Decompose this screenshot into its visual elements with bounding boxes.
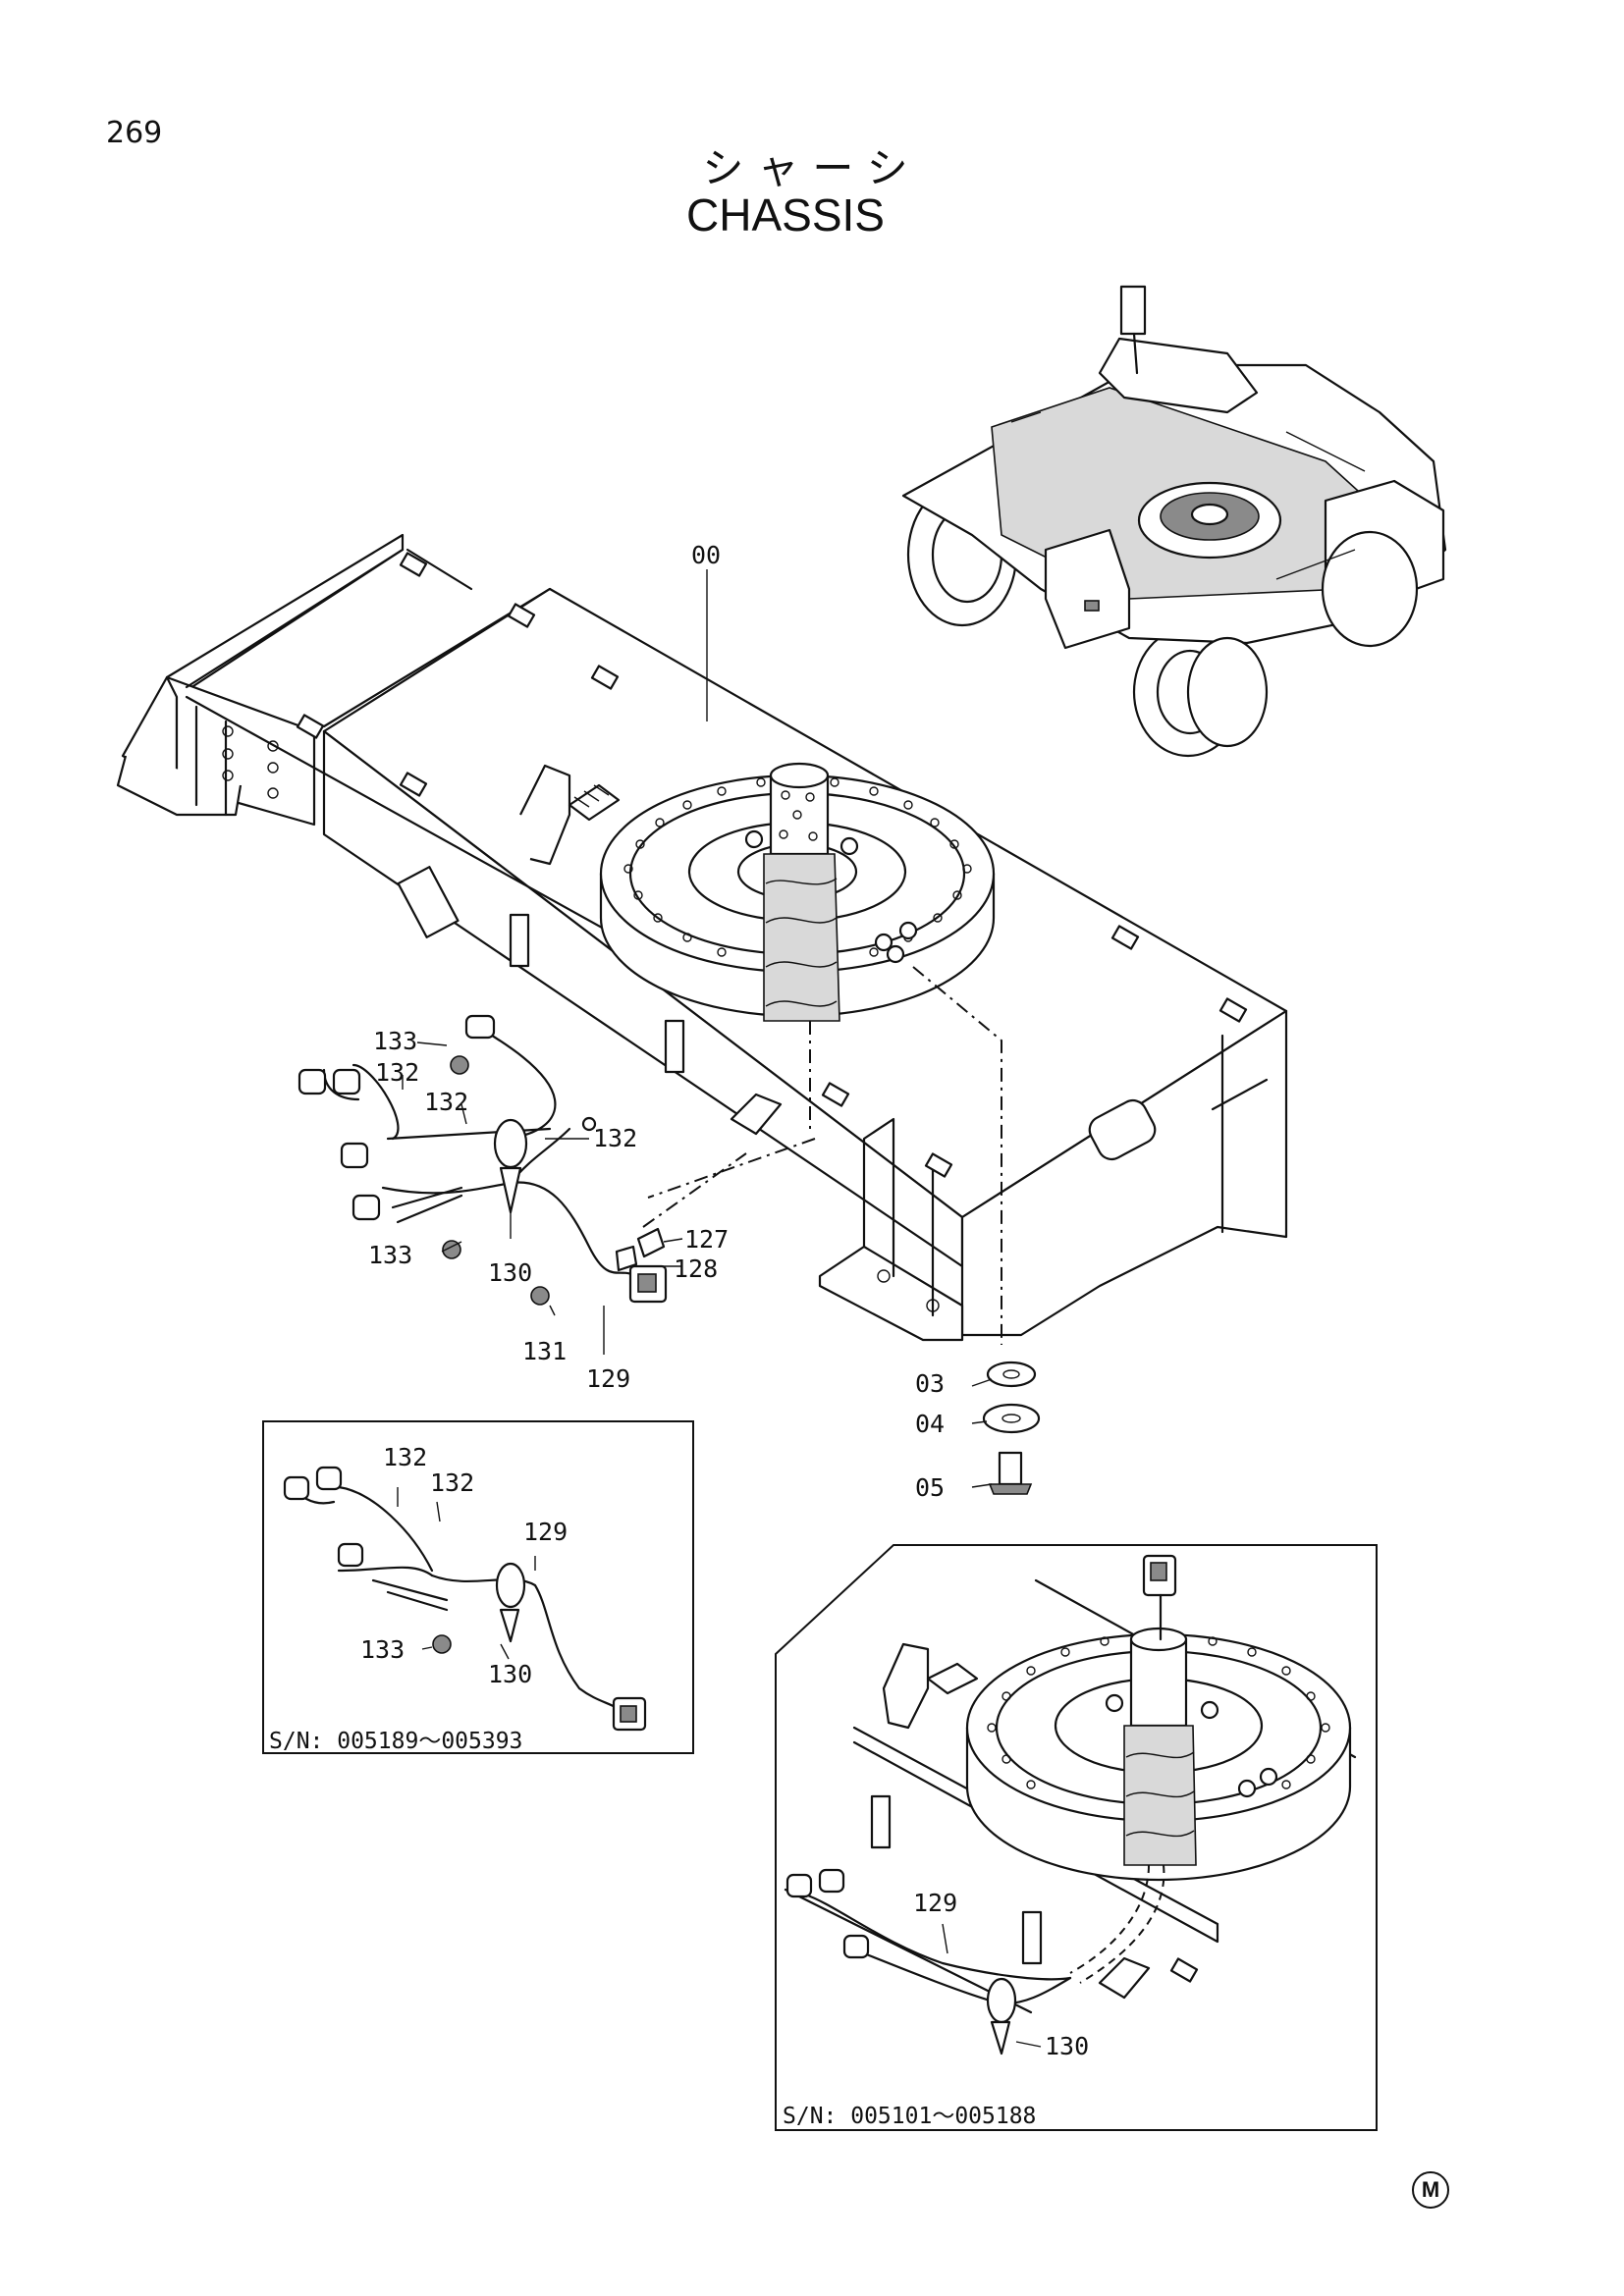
callout-leaders — [402, 569, 993, 1488]
inset-a-callout-129: 129 — [523, 1518, 568, 1546]
page-number: 269 — [106, 116, 163, 150]
mounting-hardware — [982, 1361, 1041, 1495]
callout-131: 131 — [522, 1337, 568, 1365]
callout-132: 132 — [375, 1058, 420, 1087]
inset-a-serial-range: S/N: 005189～005393 — [269, 1729, 523, 1754]
callout-05: 05 — [915, 1473, 946, 1502]
circled-m-mark: M — [1412, 2171, 1449, 2209]
inset-a-callout-132: 132 — [383, 1443, 428, 1471]
inset-a-callout-132: 132 — [430, 1468, 475, 1497]
callout-132: 132 — [593, 1124, 638, 1152]
inset-a-callout-133: 133 — [360, 1635, 406, 1664]
callout-133: 133 — [368, 1241, 413, 1269]
callout-03: 03 — [915, 1369, 946, 1398]
callout-04: 04 — [915, 1410, 946, 1438]
main-wire-harness — [298, 1014, 747, 1306]
machine-overview-illustration — [901, 285, 1447, 758]
page-title-english: CHASSIS — [686, 189, 885, 240]
swing-bearing-assembly — [599, 762, 1002, 1345]
gasket-plate — [730, 1093, 783, 1136]
callout-132: 132 — [424, 1088, 469, 1116]
callout-130: 130 — [488, 1258, 533, 1287]
callout-128: 128 — [674, 1255, 719, 1283]
callout-127: 127 — [684, 1225, 730, 1254]
page-title-japanese: シャーシ — [702, 144, 922, 192]
inset-a-callout-130: 130 — [488, 1660, 533, 1688]
inset-b-callout-129: 129 — [913, 1889, 958, 1917]
callout-133: 133 — [373, 1027, 418, 1055]
inset-b-serial-range: S/N: 005101～005188 — [783, 2104, 1037, 2129]
inset-b-callout-130: 130 — [1045, 2032, 1090, 2060]
callout-129: 129 — [586, 1364, 631, 1393]
callout-00: 00 — [691, 541, 722, 569]
inset-b-frame — [775, 1544, 1378, 2131]
inset-a-frame — [262, 1420, 694, 1754]
